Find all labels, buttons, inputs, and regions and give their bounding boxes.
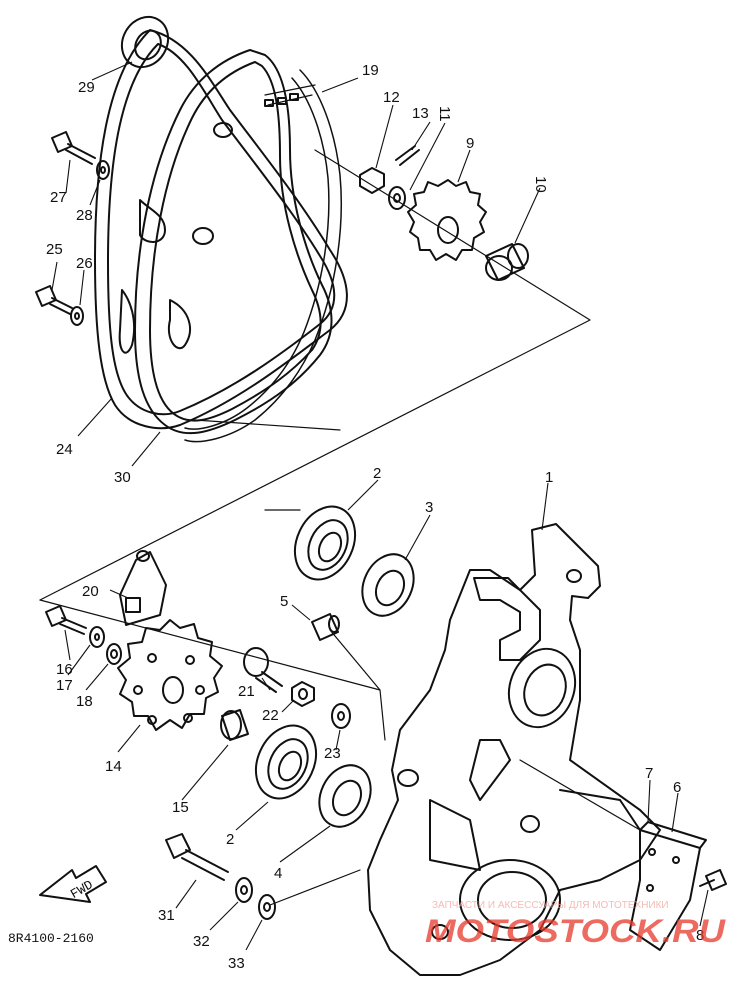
callout-labels: 1 2 3 4 5 6 7 8 9 10 11 12 13 14 15 16 1… bbox=[46, 62, 704, 972]
callout-13: 13 bbox=[412, 105, 429, 122]
callout-23: 23 bbox=[324, 745, 341, 762]
callout-28: 28 bbox=[76, 207, 93, 224]
bearing-2-upper bbox=[293, 505, 357, 581]
bolt-8 bbox=[699, 869, 727, 891]
callout-33: 33 bbox=[228, 955, 245, 972]
callout-15: 15 bbox=[172, 799, 189, 816]
oil-seal-3 bbox=[361, 553, 415, 617]
bolt-16 bbox=[45, 605, 87, 635]
callout-19: 19 bbox=[362, 62, 379, 79]
diagram-code: 8R4100-2160 bbox=[8, 931, 94, 946]
oil-seal-4 bbox=[318, 764, 372, 828]
callout-25: 25 bbox=[46, 241, 63, 258]
callout-12: 12 bbox=[383, 89, 400, 106]
callout-24: 24 bbox=[56, 441, 73, 458]
bolt-21 bbox=[243, 647, 283, 693]
collar-15 bbox=[220, 709, 249, 741]
callout-27: 27 bbox=[50, 189, 67, 206]
callout-2: 2 bbox=[373, 465, 381, 482]
washer-17 bbox=[89, 626, 105, 648]
sprocket-14 bbox=[117, 619, 223, 731]
collar-10 bbox=[485, 243, 529, 281]
callout-16: 16 bbox=[56, 661, 73, 678]
bolt-25 bbox=[35, 285, 73, 315]
nut-22 bbox=[291, 681, 315, 707]
bolt-27 bbox=[51, 131, 96, 165]
drive-chain bbox=[184, 69, 342, 443]
callout-22: 22 bbox=[262, 707, 279, 724]
oil-seal-29 bbox=[120, 15, 170, 69]
watermark-top-text: ЗАПЧАСТИ И АКСЕССУАРЫ ДЛЯ МОТОТЕХНИКИ bbox=[432, 900, 669, 911]
callout-18: 18 bbox=[76, 693, 93, 710]
chain-case-cover bbox=[94, 29, 348, 430]
bolt-31 bbox=[165, 833, 229, 881]
bearing-2-lower bbox=[254, 724, 318, 800]
washer-33 bbox=[258, 894, 276, 920]
pin-5 bbox=[311, 613, 340, 641]
callout-7: 7 bbox=[645, 765, 653, 782]
callout-6: 6 bbox=[673, 779, 681, 796]
callout-11: 11 bbox=[436, 106, 453, 122]
callout-30: 30 bbox=[114, 469, 131, 486]
washer-23 bbox=[331, 703, 351, 729]
callout-29: 29 bbox=[78, 79, 95, 96]
callout-21: 21 bbox=[238, 683, 255, 700]
callout-leaders bbox=[51, 61, 709, 951]
bolt-13 bbox=[395, 145, 420, 166]
washer-28 bbox=[96, 160, 110, 180]
watermark: ЗАПЧАСТИ И АКСЕССУАРЫ ДЛЯ МОТОТЕХНИКИ MO… bbox=[425, 900, 726, 949]
callout-2-lower: 2 bbox=[226, 831, 234, 848]
washer-11 bbox=[388, 186, 406, 210]
washer-18 bbox=[106, 643, 122, 665]
washer-32 bbox=[235, 877, 253, 903]
callout-1: 1 bbox=[545, 469, 553, 486]
chain-case-housing bbox=[367, 523, 661, 976]
callout-32: 32 bbox=[193, 933, 210, 950]
callout-20: 20 bbox=[82, 583, 99, 600]
callout-9: 9 bbox=[466, 135, 474, 152]
callout-31: 31 bbox=[158, 907, 175, 924]
chain-case-gasket bbox=[134, 49, 333, 435]
pad-7 bbox=[639, 821, 707, 849]
reference-lines bbox=[39, 149, 641, 906]
callout-14: 14 bbox=[105, 758, 122, 775]
callout-8: 8 bbox=[696, 927, 704, 944]
callout-10: 10 bbox=[532, 176, 549, 193]
fwd-arrow-icon bbox=[39, 865, 107, 903]
callout-5: 5 bbox=[280, 593, 288, 610]
tensioner-bracket-20 bbox=[119, 550, 167, 626]
callout-3: 3 bbox=[425, 499, 433, 516]
callout-26: 26 bbox=[76, 255, 93, 272]
sprocket-9 bbox=[407, 179, 487, 261]
callout-4: 4 bbox=[274, 865, 282, 882]
washer-26 bbox=[70, 306, 84, 326]
nut-12 bbox=[359, 167, 385, 194]
callout-17: 17 bbox=[56, 677, 73, 694]
watermark-brand: MOTOSTOCK.RU bbox=[425, 913, 726, 949]
fwd-label: FWD bbox=[68, 877, 96, 902]
